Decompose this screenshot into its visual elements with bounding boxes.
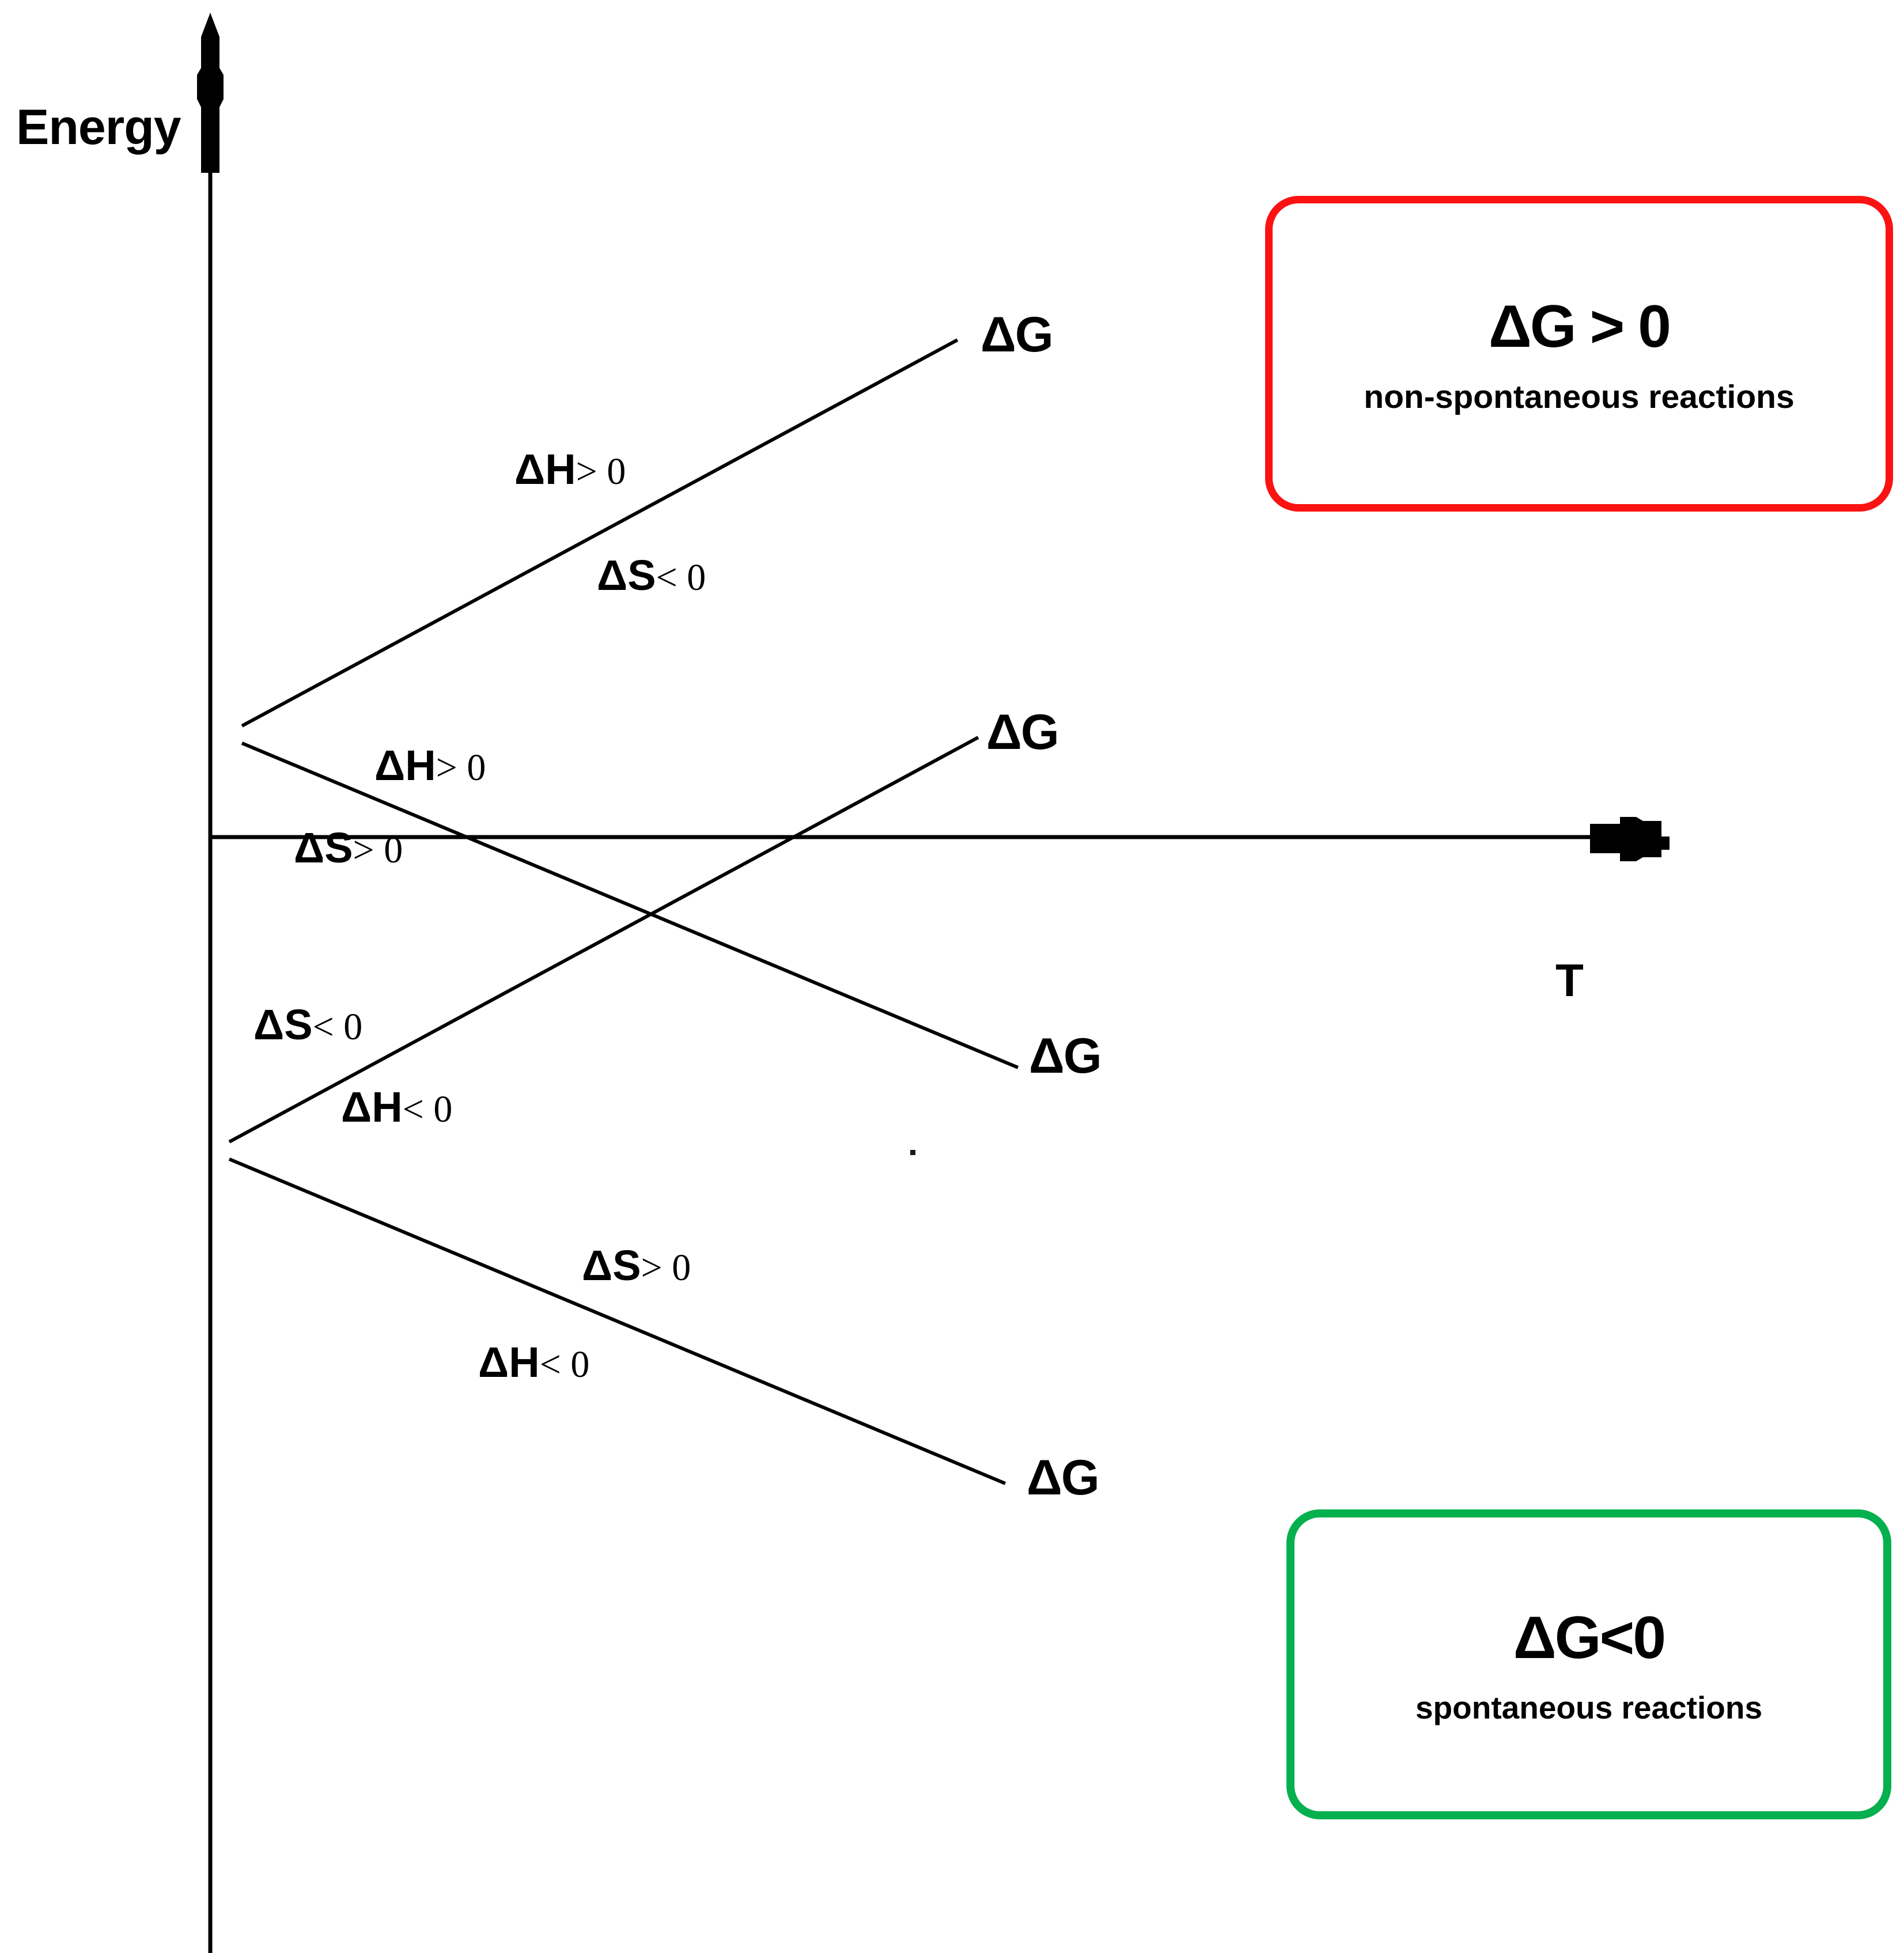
annotation-line3-entropy-compare: < 0: [312, 1006, 363, 1048]
annotation-line1-entropy-compare: < 0: [656, 557, 706, 599]
delta-g-label-line-4: ΔG: [1027, 1450, 1100, 1505]
delta-g-label-line-1: ΔG: [981, 307, 1054, 362]
y-axis-label: Energy: [16, 100, 181, 155]
annotation-line1-entropy: ΔS< 0: [597, 554, 706, 597]
annotation-line1-enthalpy: ΔH> 0: [514, 448, 626, 491]
annotation-line4-enthalpy-compare: < 0: [539, 1343, 590, 1386]
annotation-line2-entropy-symbol: ΔS: [294, 824, 353, 872]
callout-nonspontaneous-subtitle: non-spontaneous reactions: [1364, 378, 1795, 415]
callout-nonspontaneous-headline: ΔG > 0: [1488, 293, 1671, 360]
callout-spontaneous-subtitle: spontaneous reactions: [1415, 1689, 1763, 1725]
annotation-line4-entropy: ΔS> 0: [582, 1244, 691, 1287]
annotation-line4-enthalpy: ΔH< 0: [478, 1341, 589, 1384]
annotation-line1-enthalpy-compare: > 0: [576, 451, 626, 493]
stray-ink-dot: [910, 1150, 915, 1155]
annotation-line4-enthalpy-symbol: ΔH: [478, 1338, 540, 1386]
annotation-line1-entropy-symbol: ΔS: [597, 551, 656, 599]
delta-g-label-line-3: ΔG: [986, 705, 1059, 760]
y-axis-arrowhead: [197, 13, 224, 173]
x-axis-arrowhead: [1590, 817, 1670, 861]
annotation-line1-enthalpy-symbol: ΔH: [514, 445, 576, 493]
annotation-line2-enthalpy: ΔH> 0: [374, 744, 486, 787]
callout-nonspontaneous: ΔG > 0 non-spontaneous reactions: [1265, 196, 1893, 512]
annotation-line2-entropy: ΔS> 0: [294, 827, 403, 869]
callout-spontaneous: ΔG<0 spontaneous reactions: [1286, 1509, 1891, 1819]
annotation-line3-entropy-symbol: ΔS: [253, 1001, 313, 1049]
delta-g-line-1: [241, 338, 959, 728]
delta-g-line-2: [241, 741, 1019, 1069]
annotation-line3-enthalpy-compare: < 0: [402, 1088, 453, 1130]
delta-g-label-line-2: ΔG: [1029, 1028, 1102, 1084]
annotation-line4-entropy-compare: > 0: [641, 1247, 691, 1289]
annotation-line4-entropy-symbol: ΔS: [582, 1242, 641, 1289]
annotation-line3-entropy: ΔS< 0: [253, 1004, 362, 1046]
annotation-line3-enthalpy-symbol: ΔH: [341, 1083, 403, 1131]
annotation-line3-enthalpy: ΔH< 0: [341, 1086, 452, 1129]
annotation-line2-enthalpy-compare: > 0: [436, 747, 486, 789]
annotation-line2-enthalpy-symbol: ΔH: [374, 741, 436, 789]
x-axis-label: T: [1555, 955, 1584, 1006]
annotation-line2-entropy-compare: > 0: [353, 829, 403, 871]
delta-g-line-4: [228, 1157, 1006, 1485]
delta-g-line-3: [228, 736, 979, 1144]
callout-spontaneous-headline: ΔG<0: [1513, 1604, 1666, 1671]
